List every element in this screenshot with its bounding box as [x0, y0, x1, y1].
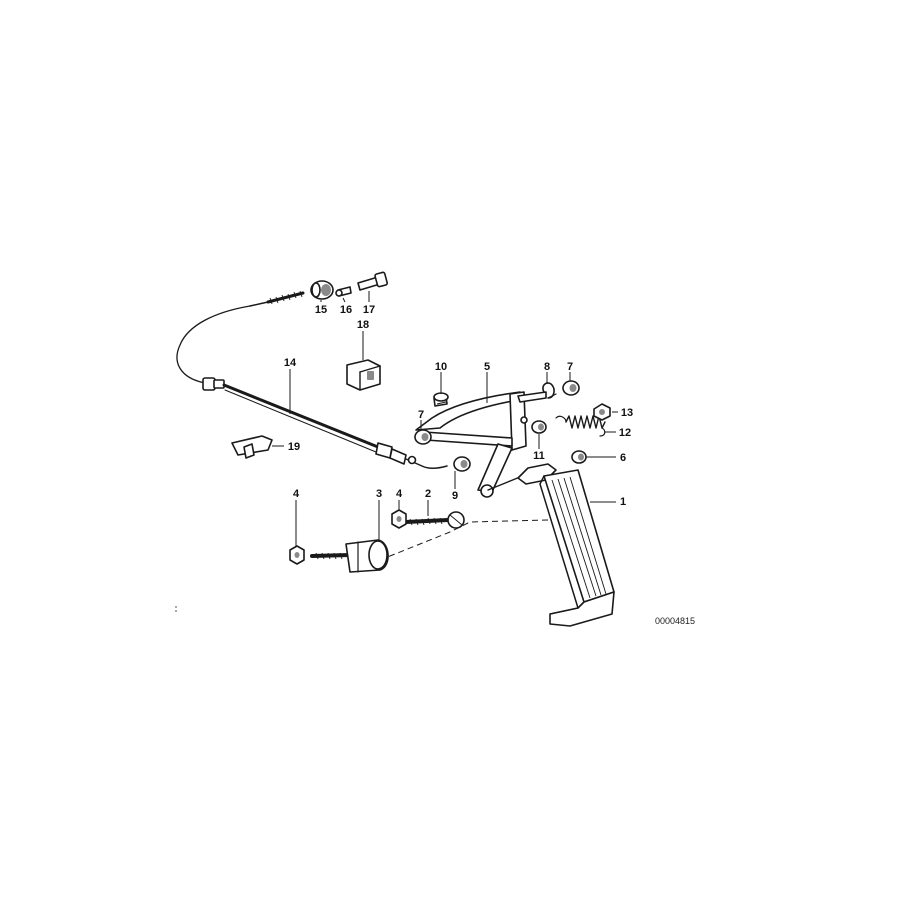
- part-7-bushing-lower: [414, 429, 432, 445]
- part-17-bolt: [357, 271, 388, 291]
- pedal-link-line: [487, 476, 521, 491]
- accelerator-cable: [176, 290, 448, 470]
- leader-lines: [272, 291, 618, 546]
- scan-speck: [175, 606, 177, 608]
- callout-12: 12: [619, 427, 631, 439]
- assembly-dashed-line: [379, 519, 549, 561]
- callout-5: 5: [484, 361, 490, 373]
- callout-11: 11: [533, 450, 545, 462]
- callout-16: 16: [340, 304, 352, 316]
- part-9-bushing: [453, 456, 471, 472]
- callout-10: 10: [435, 361, 447, 373]
- callout-15: 15: [315, 304, 327, 316]
- callout-13: 13: [621, 407, 633, 419]
- part-4-nut-upper: [391, 509, 407, 529]
- part-2-bolt: [404, 511, 465, 529]
- callout-4-upper: 4: [396, 488, 403, 500]
- callout-6: 6: [620, 452, 626, 464]
- callout-18: 18: [357, 319, 369, 331]
- part-4-nut-lower: [289, 545, 305, 565]
- part-15-grommet: [310, 280, 334, 300]
- scan-speck: [175, 610, 177, 612]
- part-19-bracket: [231, 435, 273, 459]
- part-1-accelerator-pedal: [517, 463, 615, 627]
- callout-14: 14: [284, 357, 297, 369]
- callout-labels: 1 2 3 4 4 5 6 7 7 8 9 10 11 12 13 14 15 …: [284, 304, 633, 508]
- part-10-screw: [433, 392, 449, 407]
- part-12-return-spring: [555, 415, 606, 437]
- callout-3: 3: [376, 488, 382, 500]
- part-8-spring-clip: [542, 382, 557, 399]
- part-18-clip: [346, 359, 381, 391]
- part-7-bushing-upper: [562, 380, 580, 396]
- part-16-pin: [335, 286, 352, 297]
- part-11-bushing: [531, 420, 547, 434]
- callout-7-upper: 7: [567, 361, 573, 373]
- callout-4-lower: 4: [293, 488, 300, 500]
- callout-1: 1: [620, 496, 626, 508]
- part-6-bushing: [571, 450, 587, 464]
- callout-17: 17: [363, 304, 375, 316]
- part-13-nut: [593, 403, 611, 421]
- callout-19: 19: [288, 441, 300, 453]
- callout-7-lower: 7: [418, 409, 424, 421]
- callout-8: 8: [544, 361, 550, 373]
- callout-2: 2: [425, 488, 431, 500]
- part-3-pedal-stop: [310, 539, 389, 573]
- document-number: 00004815: [655, 616, 695, 626]
- callout-9: 9: [452, 490, 458, 502]
